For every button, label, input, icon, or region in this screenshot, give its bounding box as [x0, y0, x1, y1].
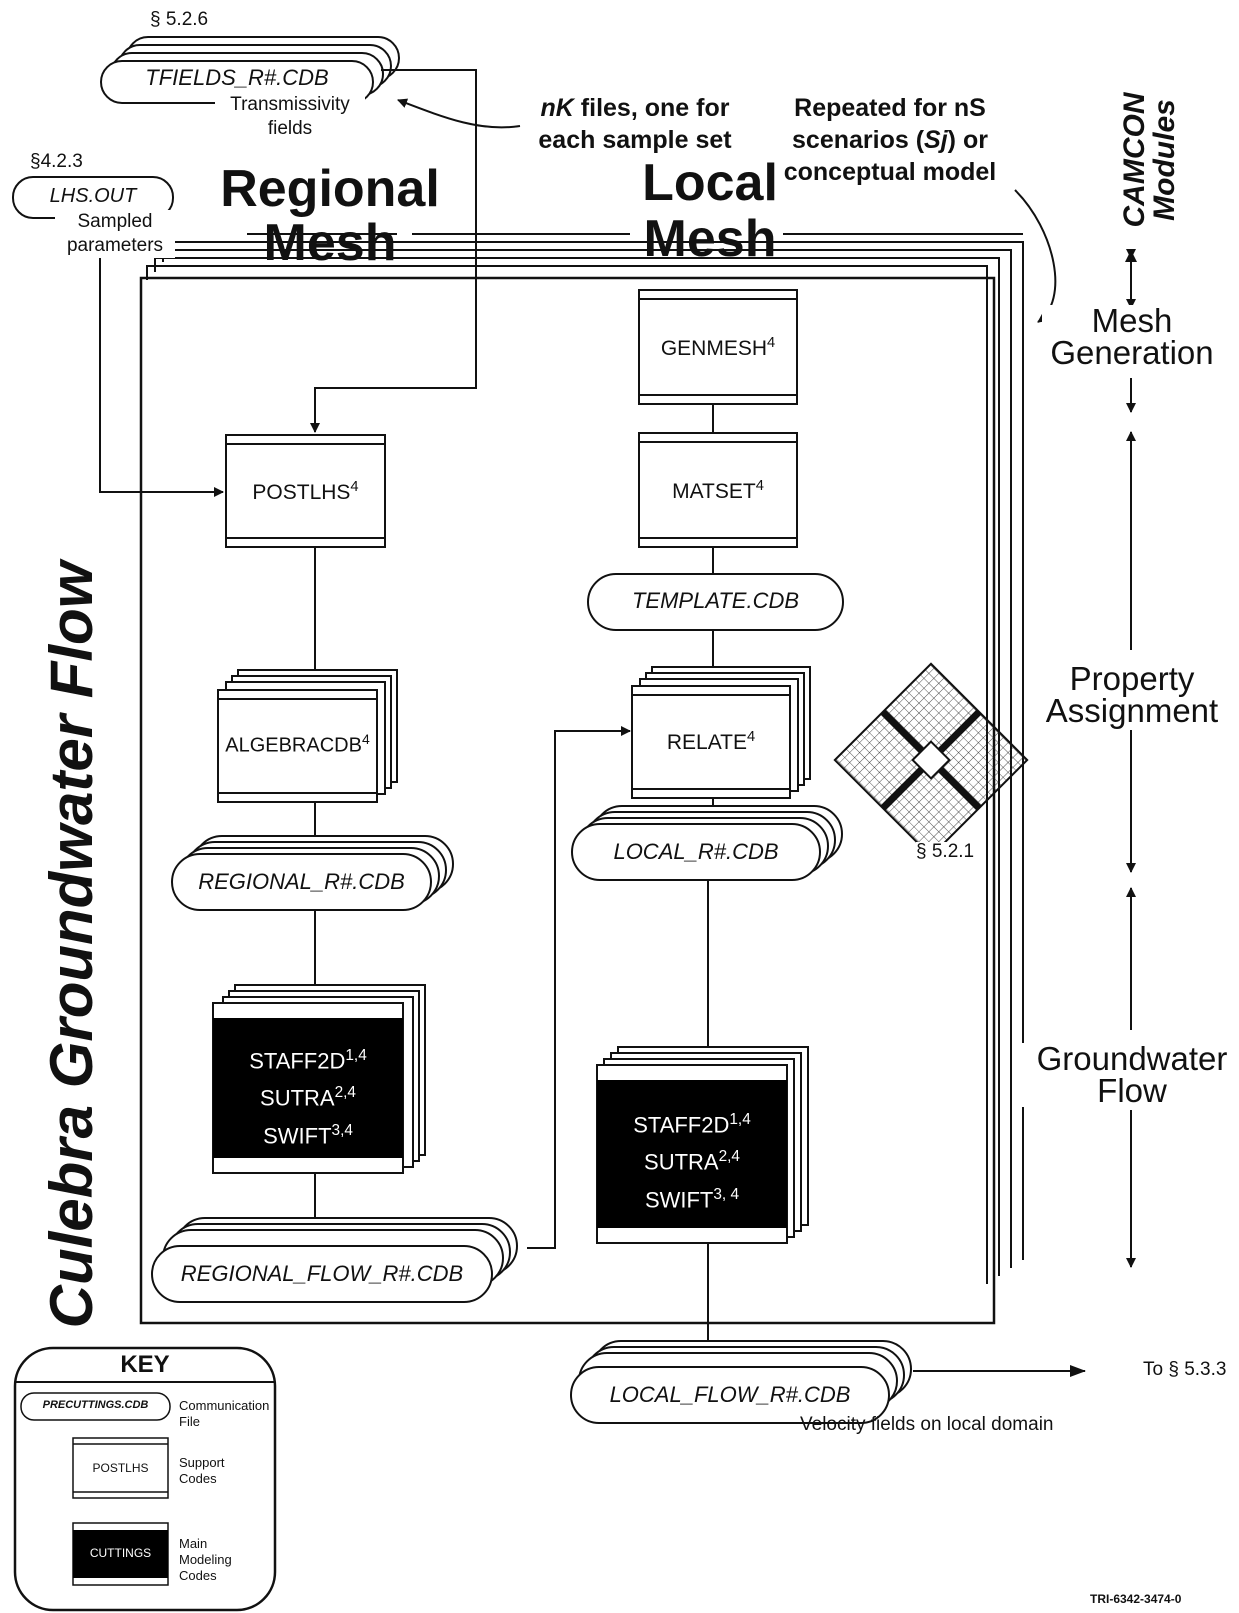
local-file-label: LOCAL_R#.CDB: [613, 839, 779, 864]
local-flow-file-label: LOCAL_FLOW_R#.CDB: [609, 1382, 851, 1407]
genmesh-box: [638, 289, 798, 405]
repeated-pointer: [1014, 189, 1057, 323]
local-code-2: SUTRA2,4: [644, 1148, 740, 1175]
postlhs-label: POSTLHS4: [252, 479, 359, 504]
key-file-sample-label: PRECUTTINGS.CDB: [42, 1399, 149, 1411]
matset-label: MATSET4: [672, 478, 764, 503]
mesh-section: § 5.2.1: [916, 841, 975, 862]
local-file: [571, 805, 843, 881]
regional-mesh-header: Regional Mesh: [220, 160, 440, 272]
main-title-wrap: Culebra Groundwater Flow: [10, 560, 130, 1330]
key-main-label: Main Modeling Codes: [179, 1536, 232, 1583]
key-main-sample-label: CUTTINGS: [89, 1546, 152, 1560]
local-code-3: SWIFT3, 4: [644, 1185, 740, 1212]
regional-code-1: STAFF2D1,4: [249, 1047, 367, 1074]
local-mesh-header: Local Mesh: [642, 154, 778, 268]
key-file-label: Communication File: [179, 1398, 270, 1429]
main-title: Culebra Groundwater Flow: [38, 561, 105, 1329]
tfields-section: § 5.2.6: [150, 9, 209, 30]
local-flow-file: [570, 1340, 912, 1424]
relate-box: [631, 666, 811, 799]
regional-code-3: SWIFT3,4: [263, 1121, 353, 1148]
camcon-label: CAMCON Modules: [1118, 92, 1181, 228]
local-mesh-graphic: [833, 662, 1029, 858]
relate-label: RELATE4: [666, 729, 756, 754]
stage-groundwater-flow: Groundwater Flow: [1022, 1042, 1239, 1107]
main-frame: [139, 276, 996, 1325]
regional-flow-to-relate-arrow: [527, 726, 631, 1249]
key-main-sample: [72, 1522, 169, 1586]
stage-mesh-generation: Mesh Generation: [1042, 304, 1222, 369]
local-flow-caption: Velocity fields on local domain: [800, 1414, 1054, 1435]
matset-box: [638, 432, 798, 548]
tfields-file-label: TFIELDS_R#.CDB: [145, 65, 329, 90]
key-support-label: Support Codes: [179, 1455, 225, 1486]
tfields-to-postlhs-arrow: [310, 69, 477, 433]
key-title: KEY: [120, 1351, 170, 1378]
figure-id: TRI-6342-3474-0: [1090, 1592, 1182, 1606]
local-main-codes: [596, 1046, 809, 1244]
regional-flow-file: [151, 1217, 518, 1303]
nk-files-note: nK files, one for each sample set: [538, 94, 732, 154]
regional-flow-file-label: REGIONAL_FLOW_R#.CDB: [180, 1261, 464, 1286]
regional-main-codes: [212, 984, 426, 1174]
regional-code-2: SUTRA2,4: [260, 1084, 356, 1111]
lhs-caption: Sampled parameters: [55, 210, 175, 258]
tfields-caption: Transmissivity fields: [215, 93, 365, 141]
lhs-file-label: LHS.OUT: [49, 185, 137, 207]
output-target: To § 5.3.3: [1143, 1359, 1227, 1380]
key-support-sample-label: POSTLHS: [92, 1461, 149, 1475]
repeated-note: Repeated for nS scenarios (Sj) or concep…: [783, 94, 997, 186]
key-support-sample: [72, 1437, 169, 1499]
postlhs-box: [225, 434, 386, 548]
template-file: [587, 573, 844, 631]
algebracdb-label: ALGEBRACDB4: [225, 731, 370, 757]
lhs-to-postlhs-arrow: [99, 248, 224, 497]
algebracdb-box: [217, 669, 398, 803]
regional-file: [171, 835, 454, 911]
stage-property-assignment: Property Assignment: [1042, 662, 1222, 727]
camcon-label-wrap: CAMCON Modules: [1100, 80, 1200, 250]
tfields-file: [100, 36, 400, 104]
template-file-label: TEMPLATE.CDB: [631, 588, 800, 613]
lhs-section: §4.2.3: [30, 151, 83, 172]
nk-files-pointer: [397, 98, 521, 129]
regional-file-label: REGIONAL_R#.CDB: [198, 869, 405, 894]
key-file-sample: [20, 1392, 171, 1421]
regional-main-codes-labels: STAFF2D1,4 SUTRA2,4 SWIFT3,4: [213, 1040, 403, 1152]
local-code-1: STAFF2D1,4: [633, 1111, 751, 1138]
genmesh-label: GENMESH4: [660, 335, 776, 360]
local-main-codes-labels: STAFF2D1,4 SUTRA2,4 SWIFT3, 4: [597, 1104, 787, 1216]
